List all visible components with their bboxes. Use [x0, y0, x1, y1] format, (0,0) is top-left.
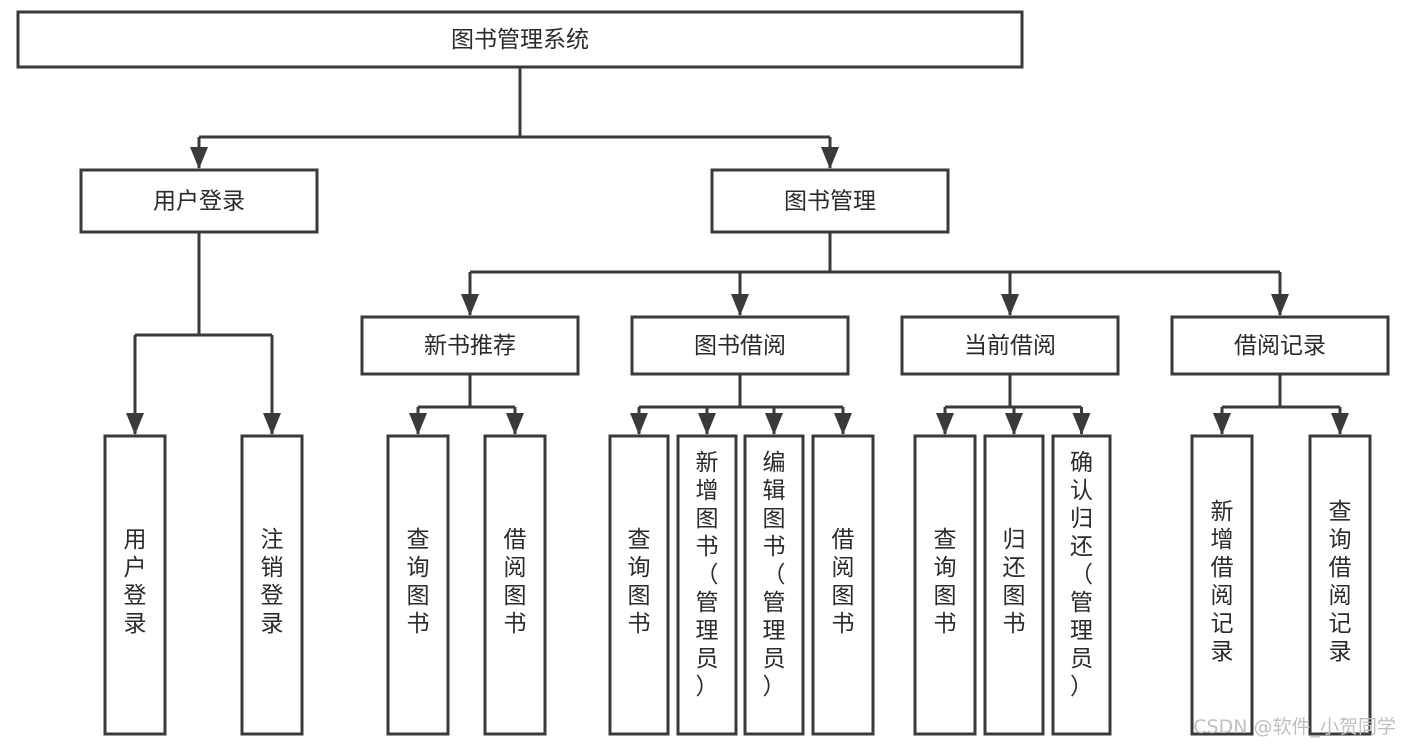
node-add-borrow-record-label: 新增借阅记录: [1211, 499, 1234, 665]
node-return-book-box[interactable]: [983, 434, 1045, 736]
node-query-book-2-label: 查询图书: [628, 527, 651, 637]
node-confirm-return-admin[interactable]: 确认归还（管理员）: [1051, 434, 1112, 736]
node-confirm-return-admin-label: 确认归还（管理员）: [1070, 450, 1093, 700]
node-book-manage[interactable]: 图书管理: [710, 168, 950, 234]
node-add-book-admin-box[interactable]: [676, 434, 738, 736]
arrow-head-icon: [834, 413, 852, 435]
node-query-book-1-box[interactable]: [386, 434, 450, 736]
node-layer: 图书管理系统用户登录图书管理用户登录注销登录新书推荐查询图书借阅图书图书借阅查询…: [16, 10, 1390, 736]
node-edit-book-admin-box[interactable]: [743, 434, 805, 736]
node-confirm-return-admin-box[interactable]: [1051, 434, 1112, 736]
arrow-head-icon: [461, 294, 479, 316]
arrow-head-icon: [1001, 294, 1019, 316]
node-user-logout-label: 注销登录: [261, 527, 284, 637]
node-query-borrow-record[interactable]: 查询借阅记录: [1308, 434, 1372, 736]
node-root-book-management-system[interactable]: 图书管理系统: [16, 10, 1024, 69]
node-user-login-label: 用户登录: [153, 189, 245, 215]
node-query-book-2[interactable]: 查询图书: [608, 434, 670, 736]
arrow-head-icon: [1271, 294, 1289, 316]
arrow-head-icon: [821, 147, 839, 169]
node-add-borrow-record-box[interactable]: [1190, 434, 1254, 736]
arrow-head-icon: [765, 413, 783, 435]
arrow-head-icon: [1005, 413, 1023, 435]
node-new-book-recommend[interactable]: 新书推荐: [360, 315, 580, 376]
node-current-borrow-box[interactable]: [900, 315, 1120, 376]
node-query-book-3-box[interactable]: [913, 434, 977, 736]
arrow-head-icon: [1072, 413, 1091, 435]
node-query-book-1[interactable]: 查询图书: [386, 434, 450, 736]
node-add-book-admin[interactable]: 新增图书（管理员）: [676, 434, 738, 736]
node-book-borrow-box[interactable]: [630, 315, 850, 376]
arrow-head-icon: [936, 413, 954, 435]
node-user-logout[interactable]: 注销登录: [240, 434, 304, 736]
arrow-head-icon: [698, 413, 716, 435]
arrow-head-icon: [506, 413, 524, 435]
arrow-head-icon: [190, 147, 208, 169]
arrow-head-icon: [263, 413, 281, 435]
node-query-book-3[interactable]: 查询图书: [913, 434, 977, 736]
arrow-head-icon: [731, 294, 749, 316]
node-borrow-book-2-box[interactable]: [811, 434, 875, 736]
node-user-login-do[interactable]: 用户登录: [103, 434, 167, 736]
node-user-login[interactable]: 用户登录: [79, 168, 319, 234]
node-query-borrow-record-label: 查询借阅记录: [1329, 499, 1352, 665]
node-new-book-recommend-label: 新书推荐: [424, 333, 516, 359]
arrow-head-icon: [1331, 413, 1349, 435]
arrow-head-icon: [126, 413, 144, 435]
node-query-book-3-label: 查询图书: [934, 527, 957, 637]
node-query-book-2-box[interactable]: [608, 434, 670, 736]
node-edit-book-admin-label: 编辑图书（管理员）: [763, 450, 786, 700]
node-add-book-admin-label: 新增图书（管理员）: [696, 450, 719, 700]
node-query-borrow-record-box[interactable]: [1308, 434, 1372, 736]
node-book-manage-label: 图书管理: [784, 189, 876, 215]
node-borrow-book-1-box[interactable]: [483, 434, 547, 736]
node-return-book[interactable]: 归还图书: [983, 434, 1045, 736]
node-borrow-record[interactable]: 借阅记录: [1170, 315, 1390, 376]
node-borrow-record-box[interactable]: [1170, 315, 1390, 376]
node-new-book-recommend-box[interactable]: [360, 315, 580, 376]
node-borrow-book-1-label: 借阅图书: [504, 527, 527, 637]
arrow-head-icon: [630, 413, 648, 435]
node-root-book-management-system-box[interactable]: [16, 10, 1024, 69]
node-edit-book-admin[interactable]: 编辑图书（管理员）: [743, 434, 805, 736]
node-user-logout-box[interactable]: [240, 434, 304, 736]
node-user-login-do-box[interactable]: [103, 434, 167, 736]
node-borrow-record-label: 借阅记录: [1234, 333, 1326, 359]
node-query-book-1-label: 查询图书: [407, 527, 430, 637]
node-current-borrow-label: 当前借阅: [964, 333, 1056, 359]
arrow-head-icon: [409, 413, 427, 435]
node-add-borrow-record[interactable]: 新增借阅记录: [1190, 434, 1254, 736]
node-user-login-do-label: 用户登录: [124, 527, 147, 637]
arrow-head-icon: [1213, 413, 1231, 435]
node-borrow-book-2-label: 借阅图书: [832, 527, 855, 637]
node-root-book-management-system-label: 图书管理系统: [451, 27, 589, 53]
node-borrow-book-1[interactable]: 借阅图书: [483, 434, 547, 736]
node-borrow-book-2[interactable]: 借阅图书: [811, 434, 875, 736]
node-book-manage-box[interactable]: [710, 168, 950, 234]
node-book-borrow[interactable]: 图书借阅: [630, 315, 850, 376]
node-return-book-label: 归还图书: [1003, 527, 1026, 637]
node-book-borrow-label: 图书借阅: [694, 333, 786, 359]
node-user-login-box[interactable]: [79, 168, 319, 234]
connector-layer: [126, 67, 1349, 435]
node-current-borrow[interactable]: 当前借阅: [900, 315, 1120, 376]
csdn-watermark: CSDN @软件_小贺同学: [1193, 716, 1396, 738]
